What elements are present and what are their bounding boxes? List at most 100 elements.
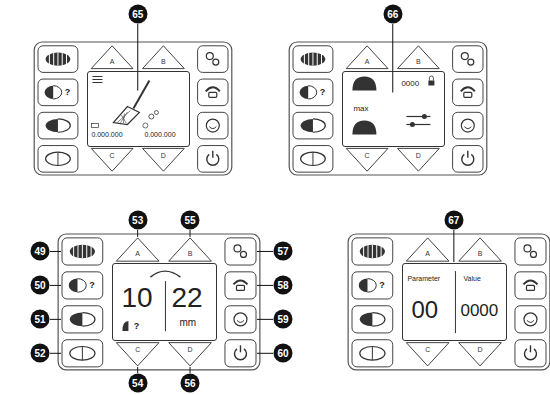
up-arrow-button xyxy=(346,46,388,69)
help-mark: ? xyxy=(320,88,326,97)
leader-line xyxy=(392,24,393,93)
key-letter: A xyxy=(110,58,115,65)
left-button xyxy=(62,238,103,265)
smiley-mouth xyxy=(209,127,216,129)
leader-line xyxy=(190,367,191,373)
dome-divider xyxy=(312,152,313,165)
settings-icon xyxy=(213,59,219,65)
key-letter: C xyxy=(135,346,140,353)
settings-icon xyxy=(461,53,468,60)
dome-icon xyxy=(352,121,376,135)
display-text: 0000 xyxy=(460,302,498,319)
down-arrow-button xyxy=(406,343,449,366)
half-dome-outline xyxy=(313,119,325,132)
half-dome-icon xyxy=(301,119,313,132)
left-button xyxy=(62,340,103,367)
callout-number: 50 xyxy=(31,276,50,295)
dome-stripe xyxy=(368,245,369,259)
smiley-mouth xyxy=(527,320,534,322)
right-button xyxy=(225,272,256,299)
brush-bristle xyxy=(120,112,127,123)
dome-stripe xyxy=(66,52,67,65)
display-text: Value xyxy=(463,275,480,282)
left-button xyxy=(38,146,78,173)
dome-stripe xyxy=(372,245,373,259)
callout-number: 66 xyxy=(383,5,402,24)
callout-number: 56 xyxy=(181,374,200,393)
right-button xyxy=(198,46,228,73)
down-arrow-button xyxy=(116,343,159,366)
display-ground xyxy=(112,263,217,341)
panel-frame xyxy=(289,42,487,175)
dome-divider xyxy=(82,347,83,361)
help-mark: ? xyxy=(134,322,140,331)
right-button xyxy=(198,112,228,139)
right-button xyxy=(198,146,228,173)
dome-stripe xyxy=(308,52,309,65)
half-dome-outline xyxy=(58,119,70,132)
half-dome-outline xyxy=(82,313,95,327)
display-ground xyxy=(87,71,190,147)
dome-icon xyxy=(46,52,71,65)
left-button xyxy=(62,306,103,333)
dome-icon xyxy=(70,245,95,259)
half-dome-outline xyxy=(308,86,317,99)
right-button xyxy=(453,112,483,139)
phone-icon xyxy=(209,92,217,97)
left-button xyxy=(62,272,103,299)
timer-icon xyxy=(143,123,148,128)
right-button xyxy=(453,79,483,106)
dome-divider xyxy=(57,152,58,165)
power-icon xyxy=(467,151,468,158)
half-dome-icon xyxy=(300,86,309,99)
menu-icon xyxy=(92,82,102,83)
display-text: mm xyxy=(179,318,196,328)
up-arrow-button xyxy=(459,238,502,261)
leader-line xyxy=(257,319,273,320)
down-arrow-button xyxy=(398,148,440,171)
left-button xyxy=(352,238,393,265)
menu-icon xyxy=(92,79,102,80)
counter-icon xyxy=(91,124,98,128)
dome-outline-icon xyxy=(360,347,385,361)
half-dome-icon xyxy=(360,313,373,327)
dome-stripe xyxy=(57,52,58,65)
left-button xyxy=(293,79,333,106)
dome-stripe xyxy=(73,245,74,259)
leader-line xyxy=(50,319,61,320)
key-letter: D xyxy=(161,152,166,159)
key-letter: A xyxy=(365,58,370,65)
key-letter: C xyxy=(365,152,370,159)
display-text: 0.000.000 xyxy=(144,131,175,138)
callout-number: 55 xyxy=(181,211,200,230)
half-dome-outline xyxy=(78,279,87,293)
display-screen: max0000 xyxy=(342,71,445,147)
phone-icon xyxy=(464,92,472,97)
down-arrow-button xyxy=(346,148,388,171)
key-letter: A xyxy=(135,250,140,257)
callout-number: 67 xyxy=(444,211,463,230)
menu-icon xyxy=(92,76,102,77)
left-button xyxy=(352,272,393,299)
up-arrow-button xyxy=(91,46,133,69)
bubble-icon xyxy=(149,114,154,119)
phone-icon xyxy=(461,87,475,91)
down-arrow-button xyxy=(459,343,502,366)
left-button xyxy=(38,46,78,73)
display-text: 22 xyxy=(171,284,202,312)
callout-number: 52 xyxy=(31,344,50,363)
brush-head xyxy=(113,107,139,125)
settings-icon xyxy=(524,245,531,252)
left-button xyxy=(293,46,333,73)
smiley-icon xyxy=(461,119,474,132)
left-button xyxy=(352,306,393,333)
leader-line xyxy=(190,230,191,237)
callout-number: 49 xyxy=(31,242,50,261)
arc-indicator xyxy=(150,271,180,277)
leader-line xyxy=(137,24,138,91)
up-arrow-button xyxy=(406,238,449,261)
dome-icon xyxy=(360,245,385,259)
display-screen: 0.000.0000.000.000 xyxy=(87,71,190,147)
leader-line xyxy=(50,251,61,252)
